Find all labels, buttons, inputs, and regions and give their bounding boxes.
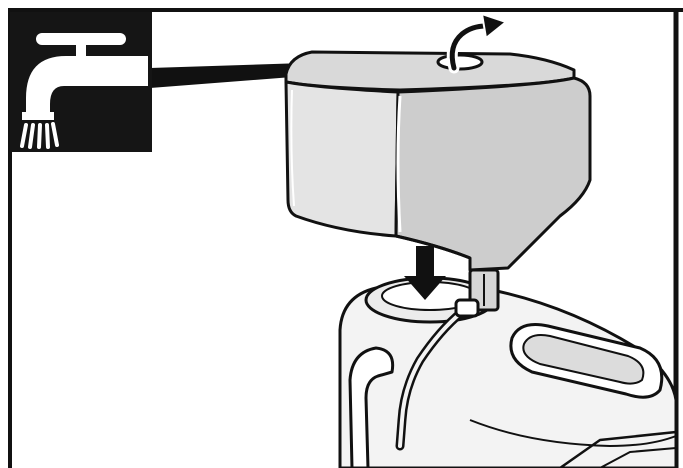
tank-valve	[454, 268, 500, 318]
appliance-body	[338, 276, 678, 468]
insert-arrow-icon	[404, 246, 446, 300]
water-tap-icon	[10, 12, 152, 152]
water-tank	[284, 50, 592, 272]
open-cap-arrow-icon	[446, 12, 509, 74]
